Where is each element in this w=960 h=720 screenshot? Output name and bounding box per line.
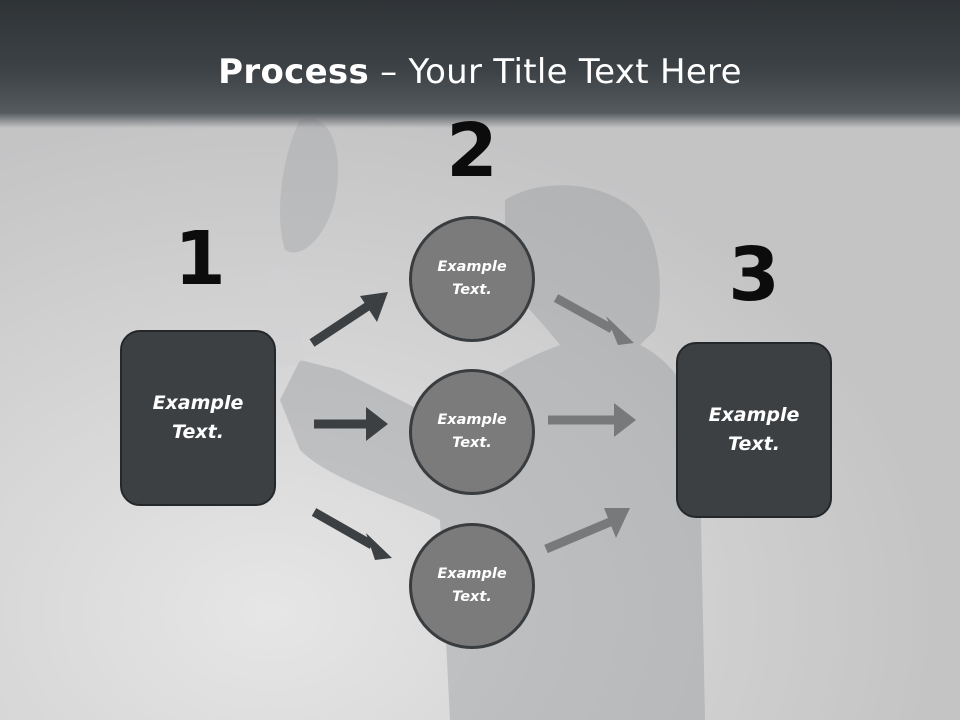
circle-middle-text: Example Text. bbox=[437, 412, 507, 451]
slide-title: Process – Your Title Text Here bbox=[0, 52, 960, 92]
circle-top-text: Example Text. bbox=[437, 259, 507, 298]
circle-bottom: Example Text. bbox=[409, 523, 535, 649]
arrow-to-circle-bottom bbox=[311, 508, 375, 549]
arrowhead-bottom-out bbox=[604, 508, 630, 538]
arrow-from-circle-bottom bbox=[544, 517, 612, 554]
title-rest: – Your Title Text Here bbox=[369, 52, 742, 92]
start-box: Example Text. bbox=[120, 330, 276, 506]
circle-bottom-text: Example Text. bbox=[437, 566, 507, 605]
end-box-text: Example Text. bbox=[708, 404, 800, 455]
step-number-1: 1 bbox=[174, 216, 226, 302]
arrowhead-top bbox=[360, 292, 388, 322]
start-box-text: Example Text. bbox=[152, 392, 244, 443]
arrow-from-circle-top bbox=[553, 294, 615, 333]
step-number-3: 3 bbox=[728, 232, 780, 318]
arrowhead-bottom bbox=[366, 533, 392, 560]
circle-middle: Example Text. bbox=[409, 369, 535, 495]
end-box: Example Text. bbox=[676, 342, 832, 518]
title-bold: Process bbox=[218, 52, 370, 92]
circle-top: Example Text. bbox=[409, 216, 535, 342]
step-number-2: 2 bbox=[446, 108, 498, 194]
arrowhead-top-out bbox=[606, 316, 634, 345]
arrowhead-middle bbox=[366, 407, 388, 441]
arrowhead-middle-out bbox=[614, 403, 636, 437]
arrow-to-circle-top bbox=[309, 302, 371, 347]
title-bar bbox=[0, 0, 960, 128]
